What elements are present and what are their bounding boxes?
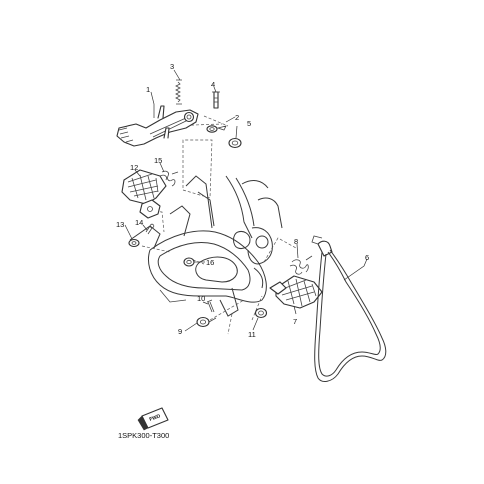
footrest-spring-right — [289, 255, 313, 275]
callout-6: 6 — [365, 253, 369, 262]
pin-lower — [206, 299, 215, 313]
assembly-guides — [139, 115, 297, 335]
brake-pedal — [116, 105, 199, 147]
callout-16: 16 — [206, 258, 214, 267]
fwd-arrow-icon: FWD — [137, 407, 169, 431]
frame-outline — [129, 175, 283, 317]
side-guard — [311, 235, 387, 382]
callout-9: 9 — [178, 327, 182, 336]
callout-4: 4 — [211, 80, 215, 89]
collar — [183, 257, 195, 267]
callout-12: 12 — [130, 163, 138, 172]
fwd-label: FWD — [149, 413, 162, 423]
callout-13: 13 — [116, 220, 124, 229]
callout-2: 2 — [235, 113, 239, 122]
washer-left — [128, 238, 140, 248]
callout-5: 5 — [247, 119, 251, 128]
callout-11: 11 — [248, 330, 256, 339]
pedal-pin — [212, 91, 220, 109]
washer-lower — [196, 316, 217, 328]
callout-14: 14 — [135, 218, 143, 227]
clip-pin-left — [145, 223, 155, 235]
nut-lower — [254, 307, 268, 319]
callout-15: 15 — [154, 156, 162, 165]
pedal-nut — [228, 137, 242, 149]
callout-1: 1 — [146, 85, 150, 94]
diagram-code: 1SPK300-T300 — [118, 431, 170, 440]
return-spring — [175, 79, 182, 105]
callout-8: 8 — [294, 237, 298, 246]
callout-3: 3 — [170, 62, 174, 71]
left-footrest — [121, 169, 167, 219]
right-footrest — [269, 275, 323, 309]
washer — [206, 125, 227, 133]
leader-lines — [124, 69, 368, 332]
footrest-spring-left — [159, 170, 179, 187]
callout-numbers: 1 2 3 4 5 6 7 8 9 10 11 12 13 14 15 16 — [116, 62, 369, 339]
callout-7: 7 — [293, 317, 297, 326]
callout-10: 10 — [197, 294, 205, 303]
